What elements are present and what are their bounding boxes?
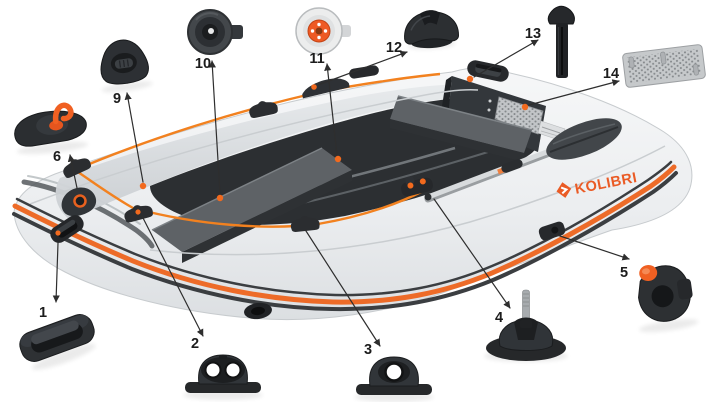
paddle-clip-on-boat	[302, 78, 350, 99]
callout-dot-9	[139, 182, 147, 190]
part-thumb-anchor-rope-hook	[14, 102, 89, 155]
starboard-tube-seam	[149, 145, 666, 256]
callout-dot-12	[311, 84, 317, 90]
part-thumb-air-valve-orange-cap	[295, 7, 351, 55]
callout-dot-10	[216, 194, 224, 202]
callout-label-10: 10	[195, 56, 211, 72]
callout-9: 9	[113, 91, 147, 190]
bow-handle-on-boat	[50, 215, 84, 243]
rub-strake-stripes	[12, 160, 678, 312]
bow-top-rope-guide	[63, 158, 92, 178]
callout-label-9: 9	[113, 91, 121, 107]
starboard-rope-cleat	[124, 205, 153, 223]
callout-label-4: 4	[495, 310, 503, 326]
callout-13: 13	[466, 26, 541, 83]
bow-inner-arc	[21, 179, 155, 249]
part-thumb-oar-holder-clamp	[638, 264, 699, 333]
part-thumb-bow-carry-handle	[19, 314, 96, 370]
port-tube-inner-wall	[55, 84, 473, 220]
callout-label-6: 6	[53, 149, 61, 165]
oarlock-on-boat	[401, 176, 433, 197]
callout-2: 2	[141, 215, 204, 352]
callout-label-3: 3	[364, 342, 372, 358]
port-tube-seam	[29, 89, 479, 205]
callout-10: 10	[195, 56, 224, 202]
callout-4: 4	[433, 198, 511, 326]
callouts: 1 2 3 4 5 6 9 10	[39, 26, 630, 358]
callout-dot-1	[55, 230, 61, 236]
callout-5: 5	[556, 234, 630, 281]
callout-14: 14	[521, 66, 620, 111]
bow-anchor-patch	[61, 187, 97, 217]
port-rope-cleat	[249, 101, 278, 118]
callout-label-1: 1	[39, 305, 47, 321]
part-thumb-paddle-holder-clip	[404, 10, 459, 50]
front-bench	[151, 147, 352, 263]
callout-label-11: 11	[309, 51, 324, 67]
callout-dot-11	[334, 155, 342, 163]
callout-label-2: 2	[191, 336, 199, 352]
part-thumb-triangular-handle-fitting	[100, 39, 153, 93]
callout-dot-14	[521, 103, 529, 111]
part-thumb-single-eye-rope-guide	[354, 356, 434, 402]
rear-bench	[390, 95, 533, 162]
callout-11: 11	[309, 51, 342, 163]
callout-12: 12	[311, 40, 408, 90]
callout-label-12: 12	[386, 40, 402, 56]
part-thumb-transom-mounting-plate	[622, 44, 706, 88]
port-grab-grip	[349, 65, 379, 79]
part-thumb-oarlock-pin-mount	[484, 289, 568, 362]
paddle	[424, 118, 622, 203]
part-thumb-air-valve-dark	[187, 9, 243, 55]
kolibri-diamond-icon	[556, 182, 572, 198]
part-thumb-double-eye-rope-guide	[183, 354, 263, 400]
callout-label-5: 5	[620, 265, 628, 281]
port-bow-rope	[74, 72, 441, 172]
part-thumbnails	[14, 5, 706, 402]
callout-3: 3	[305, 230, 381, 358]
callout-6: 6	[53, 149, 78, 189]
callout-1: 1	[39, 230, 61, 321]
callout-label-14: 14	[603, 66, 619, 82]
drain-fitting	[244, 302, 272, 320]
part-thumb-transom-corner-profile	[547, 5, 575, 78]
mid-rope-cleat	[290, 216, 320, 232]
callout-label-13: 13	[525, 26, 541, 42]
callout-dot-13	[466, 75, 474, 83]
boat-illustration: KOLIBRI	[12, 60, 693, 321]
